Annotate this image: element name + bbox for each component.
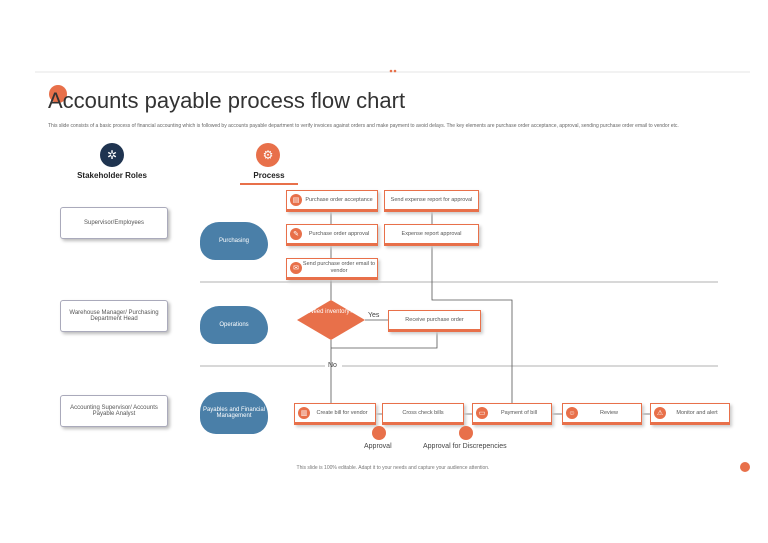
process-icon: ⚙ bbox=[256, 143, 280, 167]
step-payment: ▭Payment of bill bbox=[472, 403, 552, 425]
step-send-po: ✉Send purchase order email to vendor bbox=[286, 258, 378, 280]
lane-cloud: Operations bbox=[200, 306, 268, 344]
approval-icon bbox=[459, 426, 473, 440]
yes-label: Yes bbox=[368, 312, 380, 319]
monitor-icon: ⚠ bbox=[654, 407, 666, 419]
description: This slide consists of a basic process o… bbox=[48, 123, 679, 129]
step-monitor: ⚠Monitor and alert bbox=[650, 403, 730, 425]
role-box: Accounting Supervisor/ Accounts Payable … bbox=[60, 395, 168, 427]
decision-diamond: Need inventory? bbox=[297, 300, 365, 340]
document-icon: ▤ bbox=[290, 194, 302, 206]
payment-icon: ▭ bbox=[476, 407, 488, 419]
clipboard-icon: ✎ bbox=[290, 228, 302, 240]
approval-label: Approval bbox=[364, 443, 392, 450]
lane-cloud: Purchasing bbox=[200, 222, 268, 260]
step-create-bill: ▥Create bill for vendor bbox=[294, 403, 376, 425]
review-icon: ☺ bbox=[566, 407, 578, 419]
stakeholder-header: Stakeholder Roles bbox=[77, 171, 147, 180]
page-title: Accounts payable process flow chart bbox=[48, 88, 406, 113]
step-cross-check: Cross check bills bbox=[382, 403, 464, 425]
accent-dot bbox=[49, 85, 67, 103]
role-box: Warehouse Manager/ Purchasing Department… bbox=[60, 300, 168, 332]
email-icon: ✉ bbox=[290, 262, 302, 274]
step-send-expense: Send expense report for approval bbox=[384, 190, 479, 212]
step-po-approval: ✎Purchase order approval bbox=[286, 224, 378, 246]
role-box: Supervisor/Employees bbox=[60, 207, 168, 239]
lane-cloud: Payables and Financial Management bbox=[200, 392, 268, 434]
stakeholder-icon: ✲ bbox=[100, 143, 124, 167]
process-header: Process bbox=[253, 171, 285, 180]
footer-note: This slide is 100% editable. Adapt it to… bbox=[296, 465, 490, 471]
approval-label: Approval for Discrepencies bbox=[423, 443, 507, 450]
accent-dot bbox=[740, 462, 750, 472]
approval-icon bbox=[372, 426, 386, 440]
no-label: No bbox=[328, 362, 337, 369]
step-expense-approval: Expense report approval bbox=[384, 224, 479, 246]
bill-icon: ▥ bbox=[298, 407, 310, 419]
step-po-acceptance: ▤Purchase order acceptance bbox=[286, 190, 378, 212]
step-receive-po: Receive purchase order bbox=[388, 310, 481, 332]
step-review: ☺Review bbox=[562, 403, 642, 425]
